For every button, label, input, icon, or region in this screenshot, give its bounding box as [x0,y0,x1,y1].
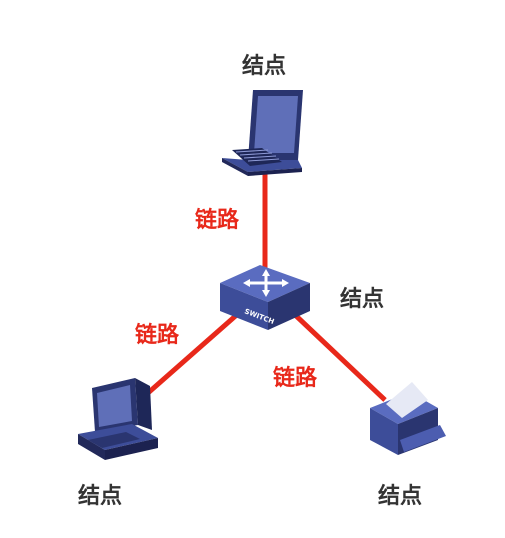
desktop-computer-icon [78,378,158,460]
link-line-right [290,310,387,402]
link-label-top: 链路 [195,208,240,233]
node-label-top: 结点 [242,54,287,79]
node-label-bottom-left: 结点 [78,484,123,509]
printer-icon [370,382,446,455]
node-label-center: 结点 [340,287,385,312]
node-label-bottom-right: 结点 [378,484,423,509]
switch-icon: SWITCH [220,265,310,330]
link-line-left [138,310,242,402]
link-label-right: 链路 [273,366,318,391]
link-label-left: 链路 [135,323,180,348]
laptop-icon [222,90,303,176]
